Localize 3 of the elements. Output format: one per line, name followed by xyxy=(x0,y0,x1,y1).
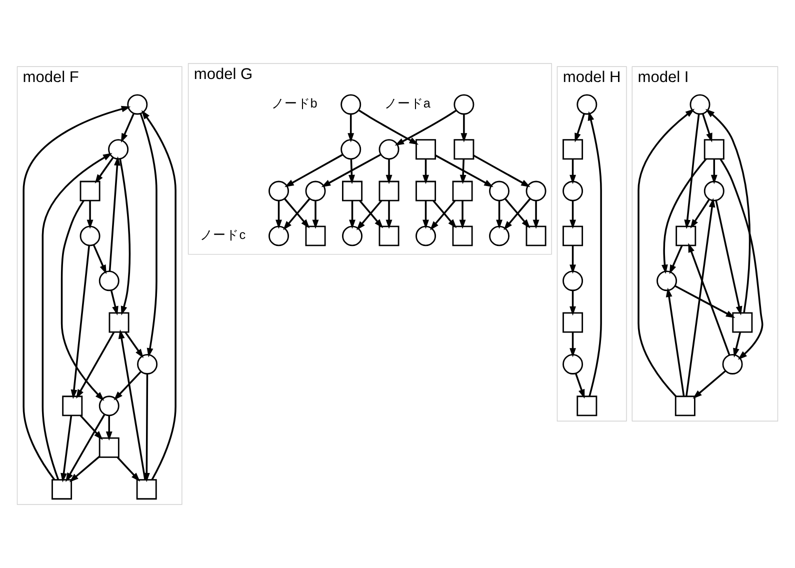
node-label: ノードc xyxy=(200,227,246,242)
node-label: ノードa xyxy=(384,96,430,111)
node-label: ノードb xyxy=(271,96,318,111)
